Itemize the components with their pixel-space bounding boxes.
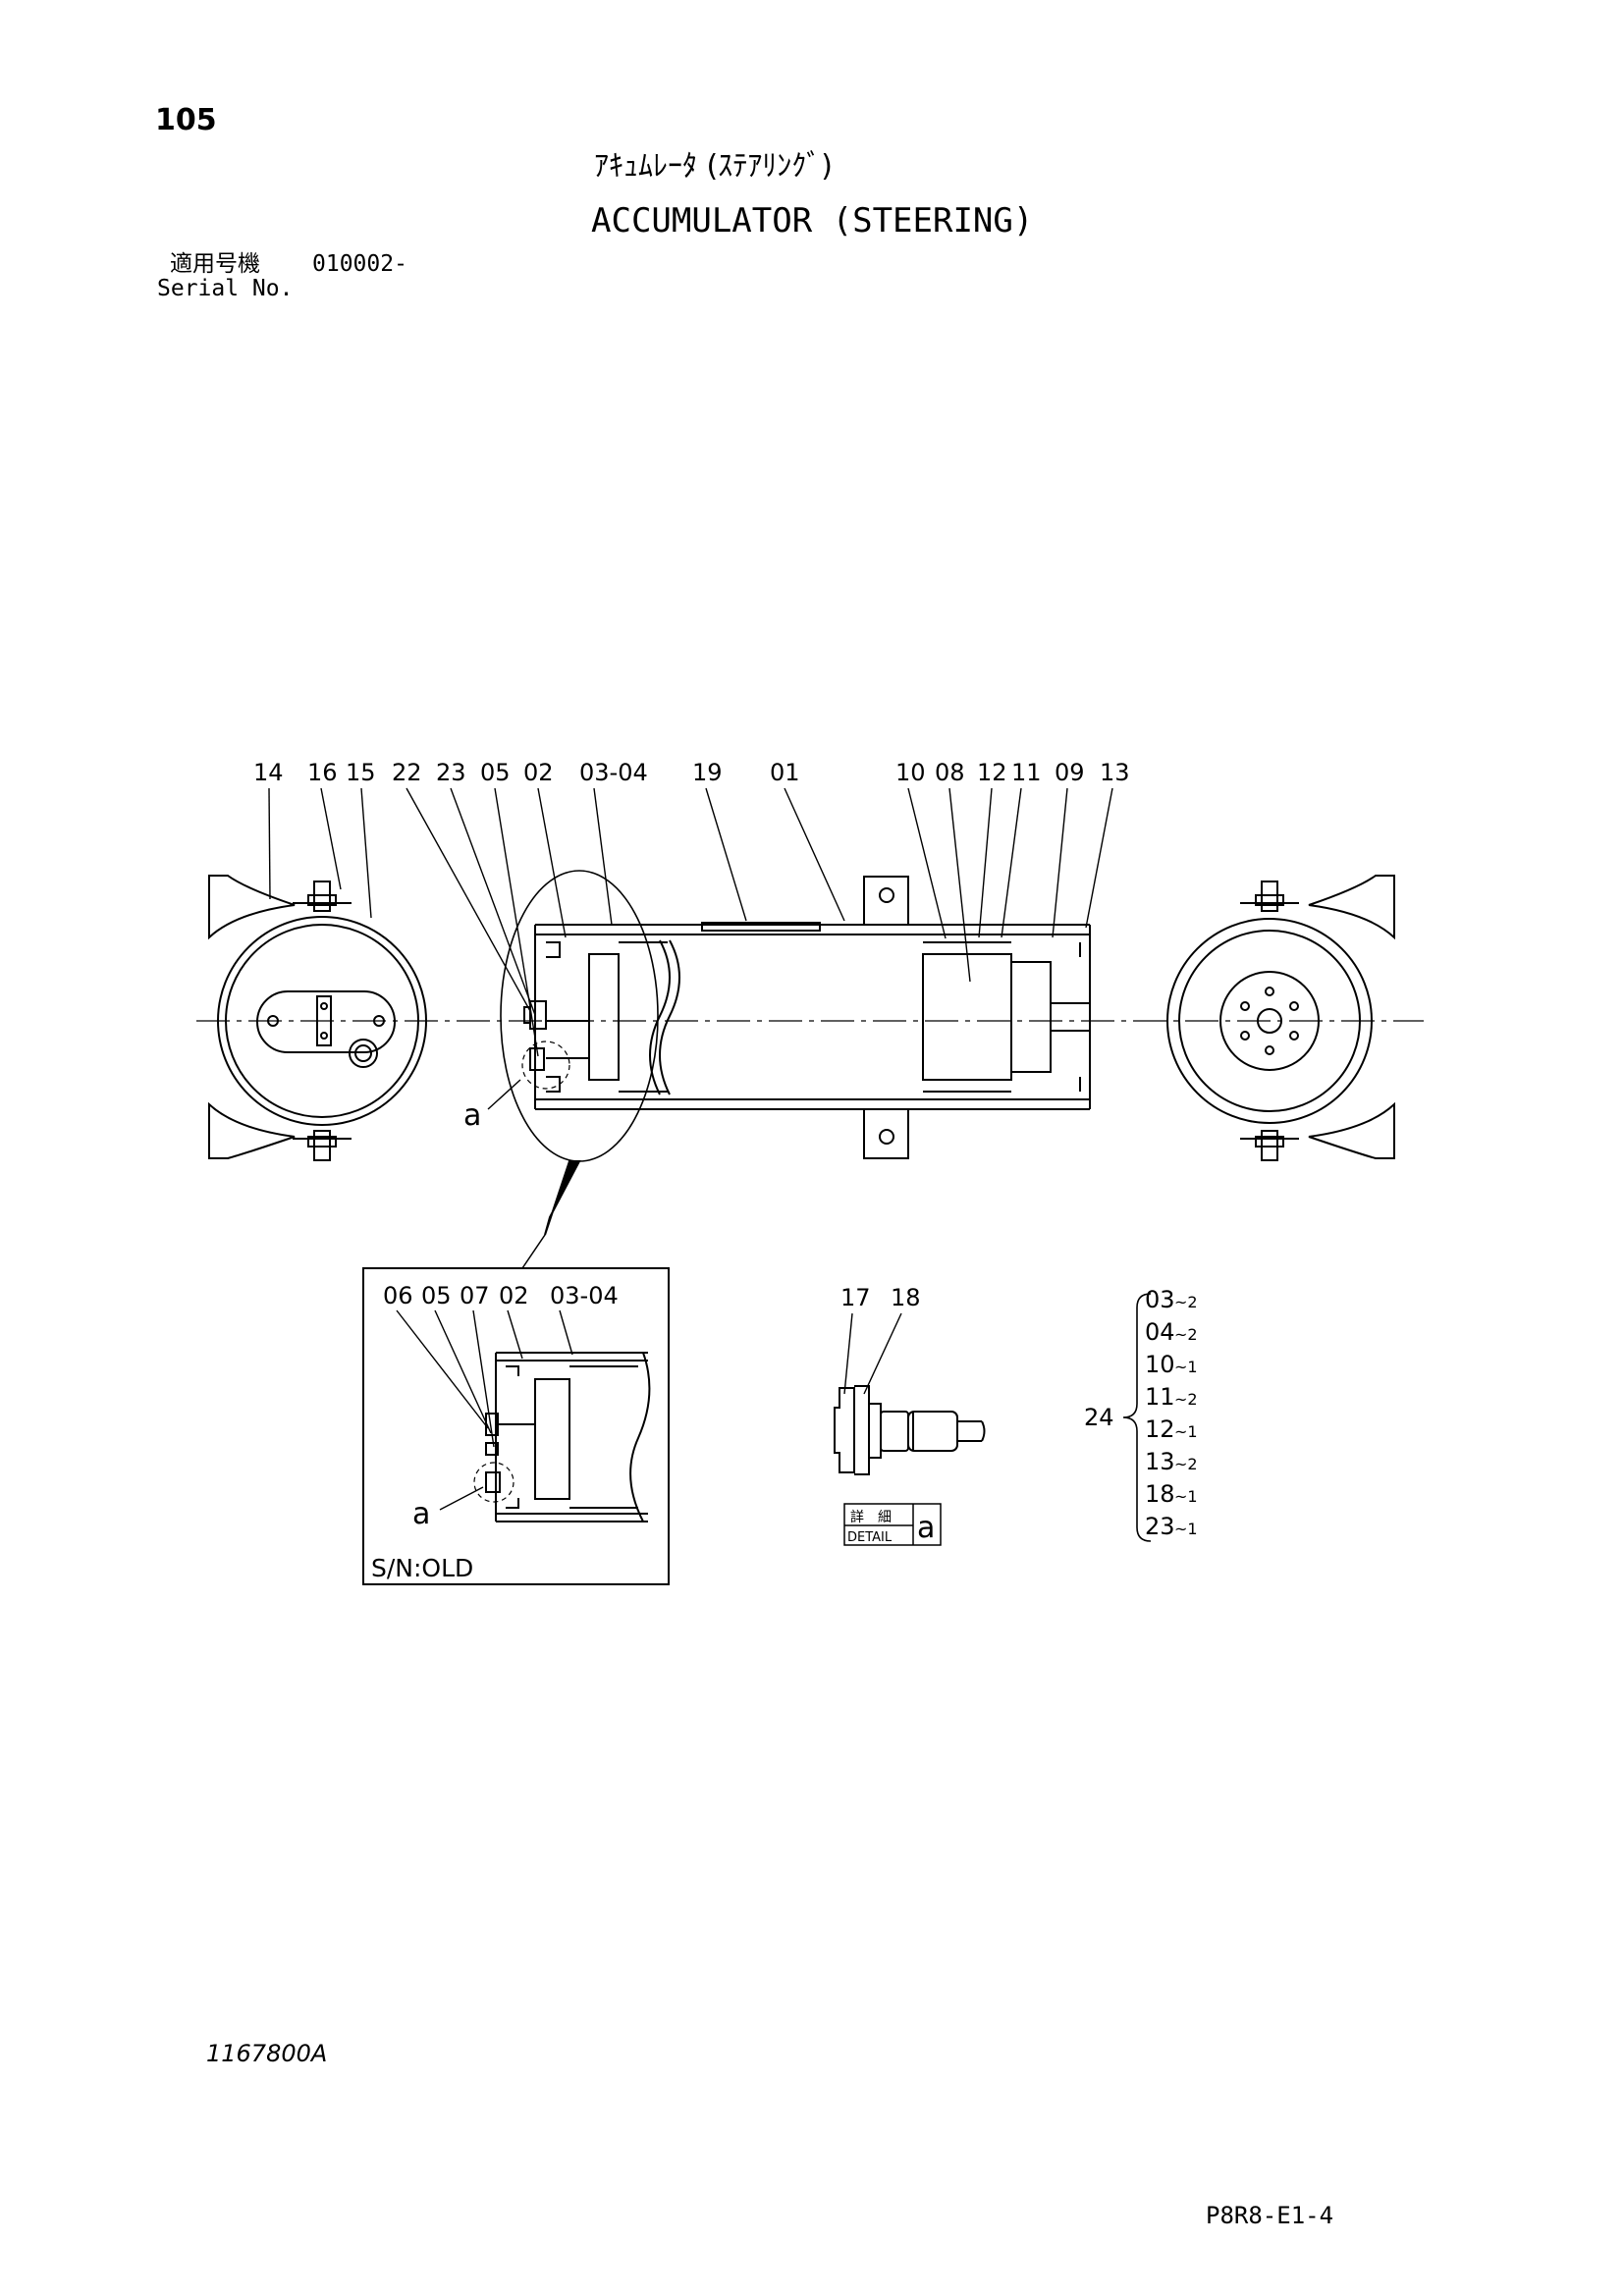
kit-item-part: 13 [1145, 1448, 1175, 1475]
serial-value: 010002- [312, 251, 407, 277]
title-japanese: ｱｷｭﾑﾚｰﾀ (ｽﾃｱﾘﾝｸﾞ) [594, 149, 833, 184]
kit-item: 12 ~1 [1145, 1415, 1198, 1443]
kit-item: 11 ~2 [1145, 1383, 1198, 1411]
inset-callout-06: 06 [383, 1282, 413, 1309]
main-side-view [500, 870, 1091, 1269]
callout-05: 05 [480, 759, 511, 786]
kit-item: 18 ~1 [1145, 1480, 1198, 1508]
page-code: P8R8-E1-4 [1206, 2202, 1334, 2229]
detail-callout-18: 18 [891, 1284, 921, 1311]
kit-item-part: 18 [1145, 1480, 1175, 1508]
kit-brace [1122, 1293, 1152, 1542]
kit-item-part: 10 [1145, 1351, 1175, 1378]
inset-callout-02: 02 [499, 1282, 529, 1309]
callout-08: 08 [935, 759, 965, 786]
main-leader-lines [268, 787, 1113, 1110]
inset-callout-05: 05 [421, 1282, 452, 1309]
kit-item-qty: ~1 [1174, 1422, 1198, 1441]
inset-callout-07: 07 [460, 1282, 490, 1309]
right-end-view [1166, 875, 1395, 1161]
callout-09: 09 [1055, 759, 1085, 786]
callout-16: 16 [307, 759, 338, 786]
callout-19: 19 [692, 759, 723, 786]
main-callout-labels: 14 16 15 22 23 05 02 03-04 19 01 10 08 1… [253, 759, 1130, 1133]
callout-10: 10 [895, 759, 926, 786]
detail-labels: 17 18 [840, 1284, 921, 1311]
callout-01: 01 [770, 759, 800, 786]
kit-number: 24 [1084, 1404, 1114, 1431]
serial-label-english: Serial No. [157, 276, 294, 301]
page-number: 105 [155, 103, 217, 137]
detail-leader-lines [843, 1312, 902, 1395]
callout-15: 15 [346, 759, 376, 786]
callout-22: 22 [392, 759, 422, 786]
callout-23: 23 [436, 759, 466, 786]
kit-item-part: 12 [1145, 1415, 1175, 1443]
kit-labels: 24 03 ~2 04 ~2 10 ~1 11 ~2 12 ~1 13 ~2 1… [1084, 1286, 1198, 1540]
kit-item: 03 ~2 [1145, 1286, 1198, 1313]
inset-label: S/N:OLD [371, 1554, 473, 1582]
callout-02: 02 [523, 759, 554, 786]
kit-item: 13 ~2 [1145, 1448, 1198, 1475]
callout-13: 13 [1100, 759, 1130, 786]
inset-leader-lines [396, 1309, 573, 1511]
serial-label-japanese: 適用号機 [170, 251, 260, 277]
callout-11: 11 [1011, 759, 1042, 786]
callout-03-04: 03-04 [579, 759, 648, 786]
kit-item-qty: ~1 [1174, 1358, 1198, 1376]
detail-a-view [834, 1385, 986, 1475]
detail-callout-17: 17 [840, 1284, 871, 1311]
kit-item-qty: ~2 [1174, 1325, 1198, 1344]
kit-item-part: 04 [1145, 1318, 1175, 1346]
kit-item-part: 11 [1145, 1383, 1175, 1411]
kit-item: 23 ~1 [1145, 1513, 1198, 1540]
inset-callout-03-04: 03-04 [550, 1282, 619, 1309]
inset-old-view [362, 1267, 670, 1585]
callout-12: 12 [977, 759, 1007, 786]
left-end-view [208, 875, 427, 1161]
main-detail-marker: a [463, 1098, 481, 1133]
detail-tag-en: DETAIL [847, 1530, 893, 1545]
inset-detail-marker: a [412, 1497, 430, 1531]
title-english: ACCUMULATOR (STEERING) [591, 201, 1034, 240]
kit-item-qty: ~2 [1174, 1455, 1198, 1473]
detail-tag-marker: a [917, 1511, 935, 1545]
callout-14: 14 [253, 759, 284, 786]
drawing-code: 1167800A [206, 2040, 328, 2067]
kit-item-qty: ~1 [1174, 1520, 1198, 1538]
detail-tag-jp: 詳 細 [850, 1510, 892, 1525]
kit-item: 04 ~2 [1145, 1318, 1198, 1346]
kit-item-qty: ~2 [1174, 1390, 1198, 1409]
kit-item-part: 03 [1145, 1286, 1175, 1313]
kit-item-qty: ~1 [1174, 1487, 1198, 1506]
kit-item-qty: ~2 [1174, 1293, 1198, 1311]
detail-tag: 詳 細 DETAIL a [843, 1503, 942, 1546]
kit-item-part: 23 [1145, 1513, 1175, 1540]
kit-item: 10 ~1 [1145, 1351, 1198, 1378]
inset-labels: 06 05 07 02 03-04 a S/N:OLD [371, 1282, 619, 1582]
